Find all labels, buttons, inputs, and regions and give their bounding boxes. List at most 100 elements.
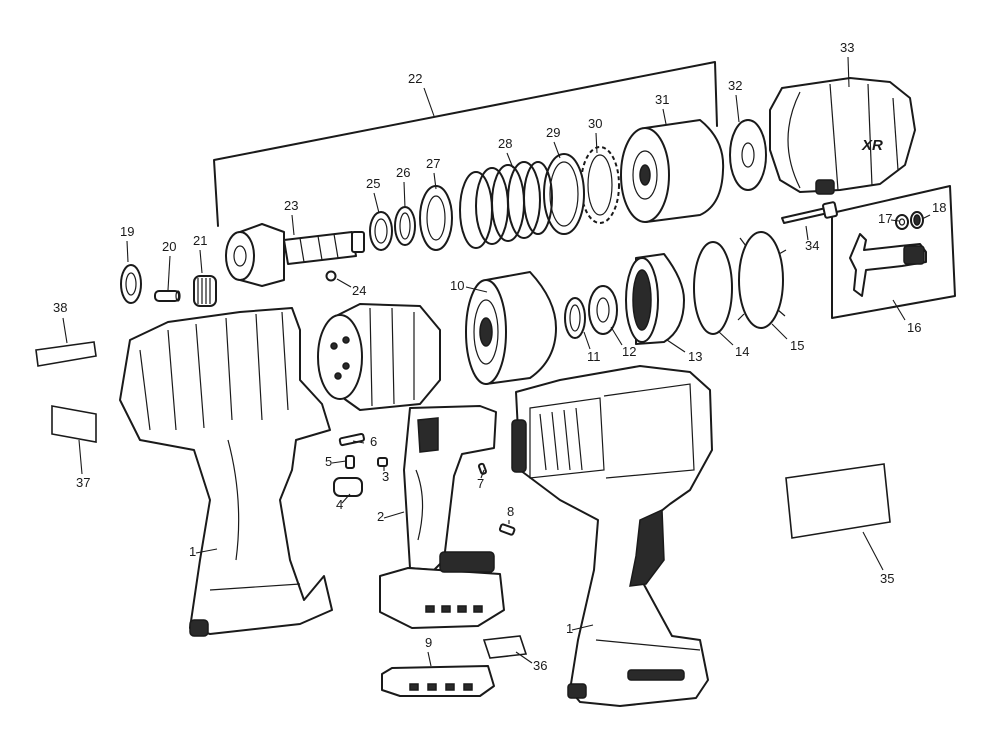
leader-line-c14	[717, 330, 734, 346]
motor-assembly-2	[317, 303, 505, 629]
callout-c34: 34	[805, 238, 819, 253]
pin-3	[377, 457, 388, 467]
o-ring-14	[693, 241, 733, 335]
pin-7	[477, 462, 487, 475]
hammer-cylinder-31	[620, 119, 725, 223]
leader-line-c27	[433, 172, 437, 190]
callout-c22: 22	[408, 71, 422, 86]
ball-ring-30	[580, 146, 620, 224]
ball-24	[325, 270, 337, 282]
leader-line-c38	[62, 317, 68, 344]
leader-line-c2	[383, 511, 405, 519]
housing-half-left-1	[119, 307, 333, 637]
leader-line-c30	[595, 132, 598, 154]
callout-c1b: 1	[566, 621, 573, 636]
leader-line-c20	[167, 255, 171, 291]
callout-c21: 21	[193, 233, 207, 248]
callout-c16: 16	[907, 320, 921, 335]
callout-c19: 19	[120, 224, 134, 239]
callout-c30: 30	[588, 116, 602, 131]
leader-line-c25	[373, 192, 380, 214]
callout-c1a: 1	[189, 544, 196, 559]
leader-line-c35	[862, 531, 884, 571]
callout-c15: 15	[790, 338, 804, 353]
callout-c14: 14	[735, 344, 749, 359]
callout-c26: 26	[396, 165, 410, 180]
callout-c4: 4	[336, 497, 343, 512]
leader-line-c18	[921, 214, 931, 220]
callout-c12: 12	[622, 344, 636, 359]
washer-25	[369, 211, 393, 251]
callout-c35: 35	[880, 571, 894, 586]
ring-gear-13	[625, 253, 685, 345]
leader-line-c15	[771, 323, 788, 340]
leader-line-c1a	[195, 548, 218, 554]
leader-line-c37	[78, 439, 83, 475]
callout-c3: 3	[382, 469, 389, 484]
label-37	[51, 405, 97, 443]
leader-line-c36	[515, 651, 533, 664]
washer-29	[543, 153, 585, 235]
leader-line-c6	[352, 440, 365, 444]
leader-line-c4	[341, 493, 351, 504]
leader-line-c13	[666, 339, 686, 353]
callout-c37: 37	[76, 475, 90, 490]
nose-cover-33: XR	[769, 77, 916, 195]
callout-c9: 9	[425, 635, 432, 650]
leader-line-c34	[805, 225, 809, 241]
terminal-plate-9	[381, 665, 495, 697]
pin-20	[154, 290, 181, 302]
leader-line-c10	[465, 286, 488, 293]
washer-19	[120, 264, 142, 304]
spring-6	[338, 432, 365, 447]
leader-line-c24	[336, 278, 352, 288]
callout-c10: 10	[450, 278, 464, 293]
label-36	[482, 635, 528, 659]
leader-line-c19	[126, 240, 129, 263]
leader-line-c28	[506, 152, 514, 169]
callout-c2: 2	[377, 509, 384, 524]
label-38	[35, 341, 97, 367]
leader-line-c22	[423, 87, 435, 117]
callout-c13: 13	[688, 349, 702, 364]
leader-line-c5	[331, 460, 347, 464]
leader-line-c26	[403, 181, 406, 209]
assembly-bracket-22	[213, 61, 718, 227]
label-35	[785, 463, 891, 539]
washer-27	[419, 185, 453, 251]
leader-line-c23	[291, 214, 295, 236]
leader-line-c1b	[571, 624, 594, 631]
screw-34	[781, 201, 838, 224]
leader-line-c31	[662, 108, 667, 125]
o-ring-11	[564, 297, 586, 339]
retaining-ring-15	[737, 231, 787, 329]
anvil-kit-box-16	[831, 185, 956, 319]
callout-c36: 36	[533, 658, 547, 673]
leader-line-c11	[583, 331, 591, 350]
callout-c23: 23	[284, 198, 298, 213]
callout-c11: 11	[587, 349, 601, 364]
xr-brand-badge: XR	[861, 137, 883, 154]
callout-c29: 29	[546, 125, 560, 140]
spindle-23	[225, 223, 365, 287]
leader-line-c17	[890, 219, 900, 222]
o-ring-26	[394, 206, 416, 246]
callout-c8: 8	[507, 504, 514, 519]
callout-c5: 5	[325, 454, 332, 469]
callout-c38: 38	[53, 300, 67, 315]
callout-c20: 20	[162, 239, 176, 254]
callout-c31: 31	[655, 92, 669, 107]
small-parts-3-8	[333, 432, 516, 536]
button-5	[345, 455, 355, 469]
callout-c28: 28	[498, 136, 512, 151]
planet-gear-21	[193, 275, 217, 307]
callout-c25: 25	[366, 176, 380, 191]
leader-line-c9	[427, 651, 432, 667]
leader-line-c7	[480, 469, 485, 479]
gear-case-10	[465, 271, 557, 385]
bushing-12	[588, 285, 618, 335]
housing-half-right-1	[511, 365, 713, 707]
callout-c24: 24	[352, 283, 366, 298]
switch-4	[333, 477, 363, 497]
